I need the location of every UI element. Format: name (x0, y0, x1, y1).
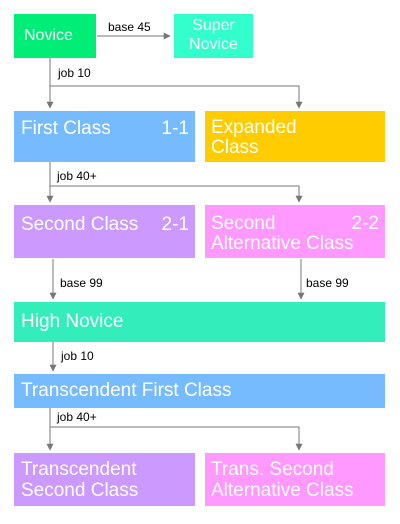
node-first-class: First Class 1-1 (14, 111, 195, 162)
node-high-novice: High Novice (14, 302, 385, 342)
edge-first-to-second-alternative (50, 185, 303, 203)
node-trans-second-alternative-class: Trans. Second Alternative Class (205, 453, 385, 506)
node-trans-second-alt-line2: Alternative Class (211, 480, 354, 501)
node-transcendent-second-class: Transcendent Second Class (14, 453, 195, 506)
node-second-alternative-class: Second 2-2 Alternative Class (205, 205, 385, 258)
node-second-class: Second Class 2-1 (14, 205, 195, 258)
node-transcendent-first-class: Transcendent First Class (14, 374, 385, 408)
edge-label-base-45: base 45 (108, 20, 151, 34)
edge-trans-first-to-trans-second-alt (50, 426, 303, 451)
node-first-class-label: First Class (21, 118, 111, 139)
edge-novice-to-expanded-class (50, 85, 303, 109)
node-second-alternative-line2: Alternative Class (211, 233, 354, 254)
edge-label-job-40: job 40+ (57, 169, 97, 183)
node-second-class-code: 2-1 (161, 214, 189, 235)
node-trans-second-alt-line1: Trans. Second (211, 459, 334, 480)
edge-label-base-99-left: base 99 (60, 276, 103, 290)
edge-label-job-10: job 10 (58, 66, 91, 80)
node-second-alternative-code: 2-2 (351, 213, 379, 234)
edge-label-base-99-right: base 99 (306, 276, 349, 290)
node-high-novice-label: High Novice (21, 311, 124, 332)
node-expanded-class: Expanded Class (205, 111, 385, 162)
edge-label-job-10-transcendent: job 10 (61, 349, 94, 363)
node-super-novice-line1: Super (192, 17, 235, 34)
node-expanded-class-line1: Expanded (211, 117, 297, 138)
node-super-novice-line2: Novice (189, 36, 238, 53)
node-expanded-class-line2: Class (211, 137, 259, 158)
node-first-class-code: 1-1 (161, 118, 189, 139)
node-transcendent-second-line1: Transcendent (21, 459, 137, 480)
node-transcendent-first-label: Transcendent First Class (21, 380, 232, 401)
node-second-alternative-line1: Second (211, 213, 276, 234)
edge-label-job-40-transcendent: job 40+ (57, 410, 97, 424)
node-super-novice: Super Novice (174, 14, 253, 58)
node-novice-label: Novice (24, 27, 73, 44)
node-transcendent-second-line2: Second Class (21, 480, 139, 501)
node-second-class-label: Second Class (21, 214, 139, 235)
node-novice: Novice (14, 14, 96, 58)
